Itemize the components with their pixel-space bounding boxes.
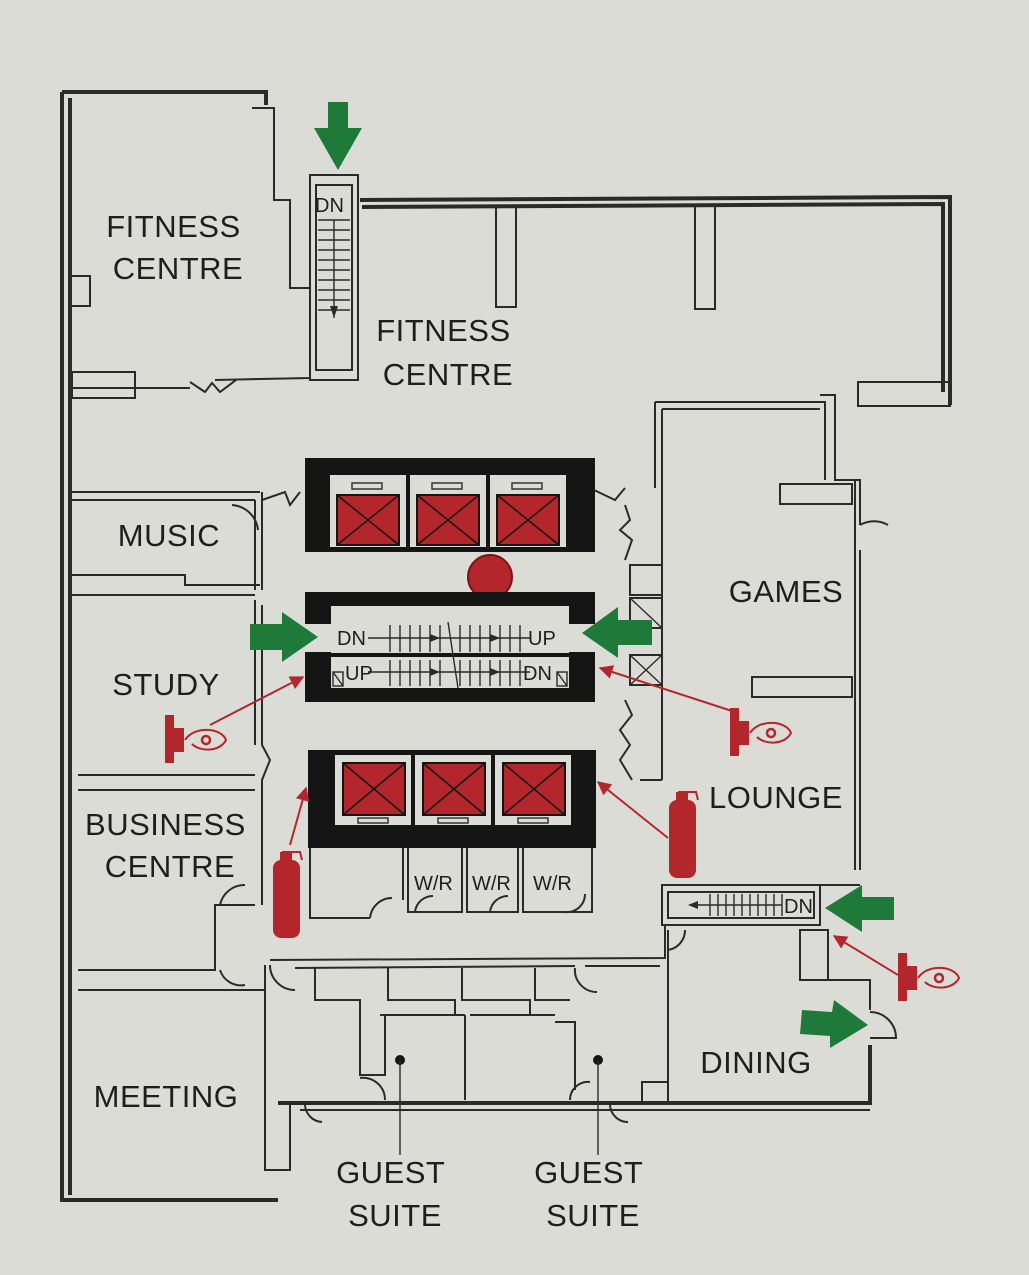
exit-arrow-right-icon (250, 612, 318, 662)
exit-arrow-left-icon (582, 607, 652, 658)
room-label-meeting: MEETING (94, 1079, 239, 1114)
dining-walls (641, 929, 898, 1103)
room-label-study: STUDY (112, 667, 220, 702)
guest-suite-callouts (395, 1055, 603, 1155)
west-room-walls (72, 490, 301, 1171)
room-label-business-centre: BUSINESS CENTRE (85, 807, 255, 884)
elevator-bank-north (305, 458, 595, 552)
north-stair: DN (309, 174, 359, 381)
east-room-walls (593, 381, 951, 870)
fire-extinguisher-icon (273, 786, 310, 938)
room-label-guest-suite-1: GUEST SUITE (336, 1155, 454, 1233)
central-stair-dn-left: DN (337, 628, 366, 650)
fire-alarm-pull-station-icon (598, 665, 793, 756)
room-label-dining: DINING (700, 1045, 812, 1080)
washroom-label-2: W/R (472, 873, 511, 895)
washroom-label-1: W/R (414, 873, 453, 895)
room-label-music: MUSIC (118, 518, 220, 553)
elevator-bank-south (308, 750, 596, 848)
room-label-lounge: LOUNGE (709, 780, 843, 815)
room-label-guest-suite-2: GUEST SUITE (534, 1155, 652, 1233)
room-label-fitness-centre-2: FITNESS CENTRE (376, 313, 520, 392)
east-stair: DN (661, 884, 860, 926)
central-stair-up-right: UP (528, 628, 556, 650)
east-stair-label: DN (784, 896, 813, 918)
washroom-block: W/R W/R W/R (309, 848, 593, 919)
central-stair-up-left: UP (345, 663, 373, 685)
room-label-fitness-centre-1: FITNESS CENTRE (106, 209, 250, 286)
south-walls (269, 924, 690, 1124)
exit-arrow-down-icon (314, 102, 362, 170)
exit-arrow-right-icon (800, 1000, 868, 1048)
central-stair-dn-right: DN (523, 663, 552, 685)
north-stair-label: DN (315, 195, 344, 217)
fire-alarm-pull-station-icon (832, 935, 961, 1001)
exit-arrow-left-icon (825, 885, 894, 932)
fire-alarm-pull-station-icon (165, 676, 305, 763)
washroom-label-3: W/R (533, 873, 572, 895)
room-label-games: GAMES (729, 574, 843, 609)
fire-extinguisher-icon (596, 781, 699, 878)
central-stairs: DN UP UP DN (305, 592, 595, 702)
